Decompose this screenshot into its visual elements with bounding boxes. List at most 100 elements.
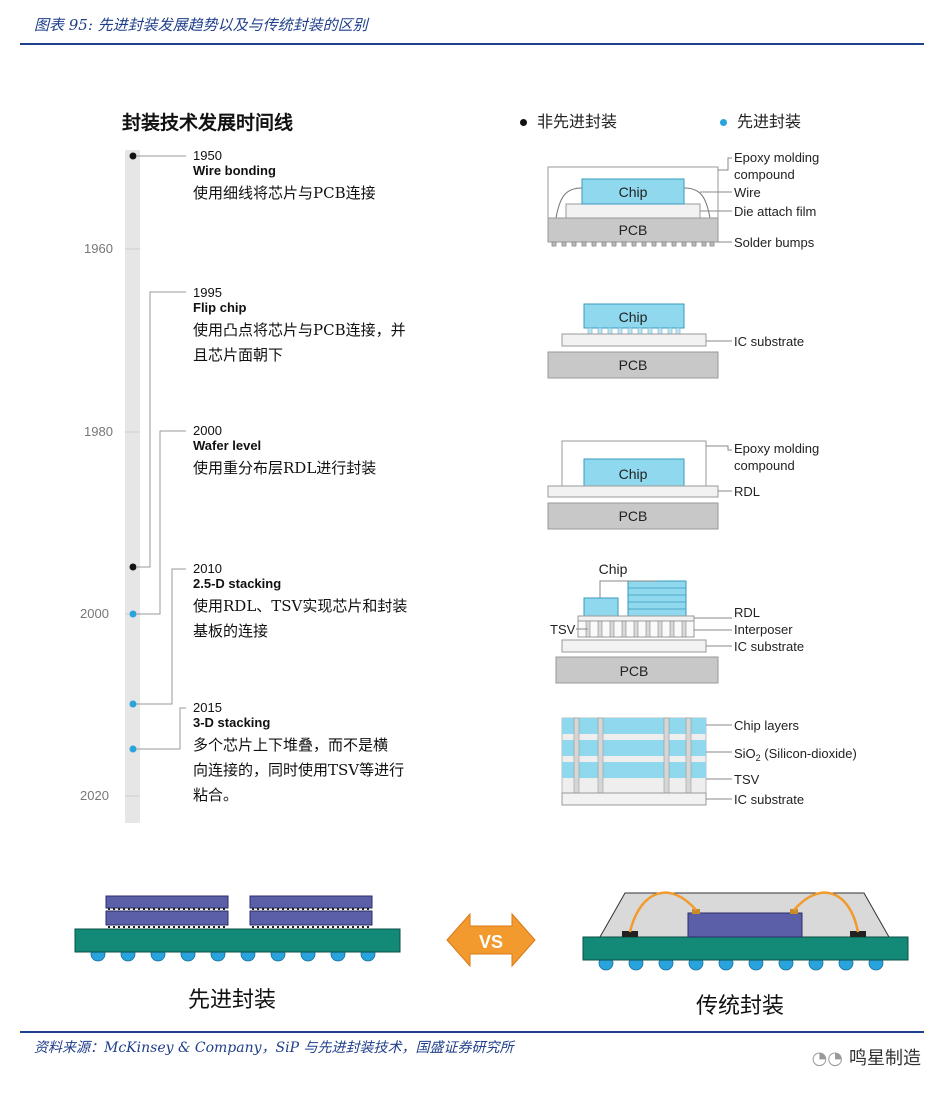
event-desc: 向连接的，同时使用TSV等进行 bbox=[193, 761, 405, 779]
event-year: 1950 bbox=[193, 148, 222, 163]
event-flip-chip: 1995 Flip chip 使用凸点将芯片与PCB连接，并 且芯片面朝下 bbox=[193, 285, 406, 368]
blue-dot-icon bbox=[720, 119, 727, 126]
event-desc: 使用RDL、TSV实现芯片和封装 bbox=[193, 597, 408, 615]
ic-substrate bbox=[561, 333, 707, 347]
diagram-wafer-level: Chip PCB Epoxy molding compound RDL bbox=[547, 440, 819, 530]
label-rdl: RDL bbox=[734, 605, 760, 620]
bond-wire bbox=[793, 891, 860, 933]
diagram-wire-bonding: Chip PCB Epoxy molding compound Wire Die… bbox=[547, 150, 819, 250]
traditional-label: 传统封装 bbox=[696, 994, 785, 1019]
connector-2000 bbox=[136, 430, 186, 615]
label-compound: compound bbox=[734, 458, 795, 473]
chip-label: Chip bbox=[599, 561, 628, 577]
event-desc: 使用重分布层RDL进行封装 bbox=[193, 459, 377, 477]
vs-label: VS bbox=[479, 932, 503, 952]
axis-year-1960: 1960 bbox=[84, 241, 113, 256]
event-name: Flip chip bbox=[193, 300, 247, 315]
event-name: Wire bonding bbox=[193, 163, 276, 178]
watermark: ◔◔鸣星制造 bbox=[811, 1048, 921, 1069]
connector-2010 bbox=[136, 568, 186, 705]
wechat-icon: ◔◔ bbox=[811, 1048, 843, 1069]
connector-1995 bbox=[136, 291, 186, 568]
lead-pad bbox=[622, 931, 638, 937]
event-year: 2000 bbox=[193, 423, 222, 438]
label-wire: Wire bbox=[734, 185, 761, 200]
label-solder-bumps: Solder bumps bbox=[734, 235, 815, 250]
legend-non-advanced: 非先进封装 bbox=[520, 108, 617, 132]
chip-label: Chip bbox=[619, 184, 648, 200]
event-name: Wafer level bbox=[193, 438, 262, 453]
label-ic-substrate: IC substrate bbox=[734, 334, 804, 349]
timeline-bar bbox=[125, 150, 140, 823]
die-lower-right bbox=[249, 910, 373, 926]
wire bbox=[683, 187, 711, 219]
chip bbox=[583, 303, 685, 329]
label-epoxy: Epoxy molding bbox=[734, 441, 819, 456]
label-interposer: Interposer bbox=[734, 622, 793, 637]
diagram-25d-stacking: Chip PCB TSV RDL Interposer IC substrate bbox=[550, 561, 804, 684]
event-dot-2010 bbox=[129, 700, 137, 708]
label-epoxy: Epoxy molding bbox=[734, 150, 819, 165]
pcb bbox=[547, 351, 719, 379]
label-rdl: RDL bbox=[734, 484, 760, 499]
label-die-attach: Die attach film bbox=[734, 204, 816, 219]
event-25d-stacking: 2010 2.5-D stacking 使用RDL、TSV实现芯片和封装 基板的… bbox=[193, 561, 407, 644]
die-upper-left bbox=[105, 895, 229, 909]
event-name: 2.5-D stacking bbox=[193, 576, 282, 591]
black-dot-icon bbox=[520, 119, 527, 126]
substrate bbox=[582, 936, 909, 961]
pcb-label: PCB bbox=[620, 663, 649, 679]
axis-year-2000: 2000 bbox=[80, 606, 109, 621]
connector-2015 bbox=[136, 707, 186, 750]
event-dot-2015 bbox=[129, 745, 137, 753]
event-desc: 使用凸点将芯片与PCB连接，并 bbox=[193, 321, 406, 339]
pcb bbox=[555, 656, 719, 684]
die bbox=[687, 912, 803, 938]
advanced-label: 先进封装 bbox=[188, 988, 277, 1013]
bond-pad bbox=[790, 909, 798, 914]
label-ic-substrate: IC substrate bbox=[734, 639, 804, 654]
advanced-package-illustration bbox=[74, 895, 401, 962]
bond-pad bbox=[692, 909, 700, 914]
event-wire-bonding: 1950 Wire bonding 使用细线将芯片与PCB连接 bbox=[193, 148, 376, 206]
label-tsv: TSV bbox=[550, 622, 576, 637]
event-desc: 粘合。 bbox=[193, 786, 239, 804]
chip-label: Chip bbox=[619, 466, 648, 482]
label-chip-layers: Chip layers bbox=[734, 718, 800, 733]
wire bbox=[555, 187, 583, 219]
event-desc: 多个芯片上下堆叠，而不是横 bbox=[193, 736, 389, 754]
event-desc: 且芯片面朝下 bbox=[193, 346, 284, 364]
event-name: 3-D stacking bbox=[193, 715, 271, 730]
axis-year-1980: 1980 bbox=[84, 424, 113, 439]
event-year: 2010 bbox=[193, 561, 222, 576]
chip bbox=[581, 178, 685, 205]
die-upper-right bbox=[249, 895, 373, 909]
event-dot-1995 bbox=[129, 563, 137, 571]
die-lower-left bbox=[105, 910, 229, 926]
timeline-title: 封装技术发展时间线 bbox=[122, 112, 294, 134]
event-dot-2000 bbox=[129, 610, 137, 618]
solder-bumps bbox=[551, 241, 715, 247]
label-compound: compound bbox=[734, 167, 795, 182]
pcb bbox=[547, 217, 719, 243]
legend-advanced: 先进封装 bbox=[720, 108, 801, 132]
chip-label: Chip bbox=[619, 309, 648, 325]
chip bbox=[583, 458, 685, 487]
source-note: 资料来源：McKinsey & Company，SiP 与先进封装技术，国盛证券… bbox=[34, 1040, 514, 1056]
substrate bbox=[74, 928, 401, 953]
event-desc: 使用细线将芯片与PCB连接 bbox=[193, 184, 376, 202]
event-year: 1995 bbox=[193, 285, 222, 300]
label-ic-substrate: IC substrate bbox=[734, 792, 804, 807]
diagram-3d-stacking: Chip layers SiO2 (Silicon-dioxide) TSV I… bbox=[561, 717, 857, 807]
header-rule bbox=[20, 43, 924, 45]
event-wafer-level: 2000 Wafer level 使用重分布层RDL进行封装 bbox=[193, 423, 376, 481]
event-desc: 基板的连接 bbox=[193, 622, 269, 640]
label-sio2: SiO2 (Silicon-dioxide) bbox=[734, 746, 857, 763]
footer-rule bbox=[20, 1031, 924, 1033]
event-dot-1950 bbox=[129, 152, 137, 160]
traditional-package-illustration bbox=[582, 891, 909, 971]
pcb-label: PCB bbox=[619, 357, 648, 373]
axis-year-2020: 2020 bbox=[80, 788, 109, 803]
